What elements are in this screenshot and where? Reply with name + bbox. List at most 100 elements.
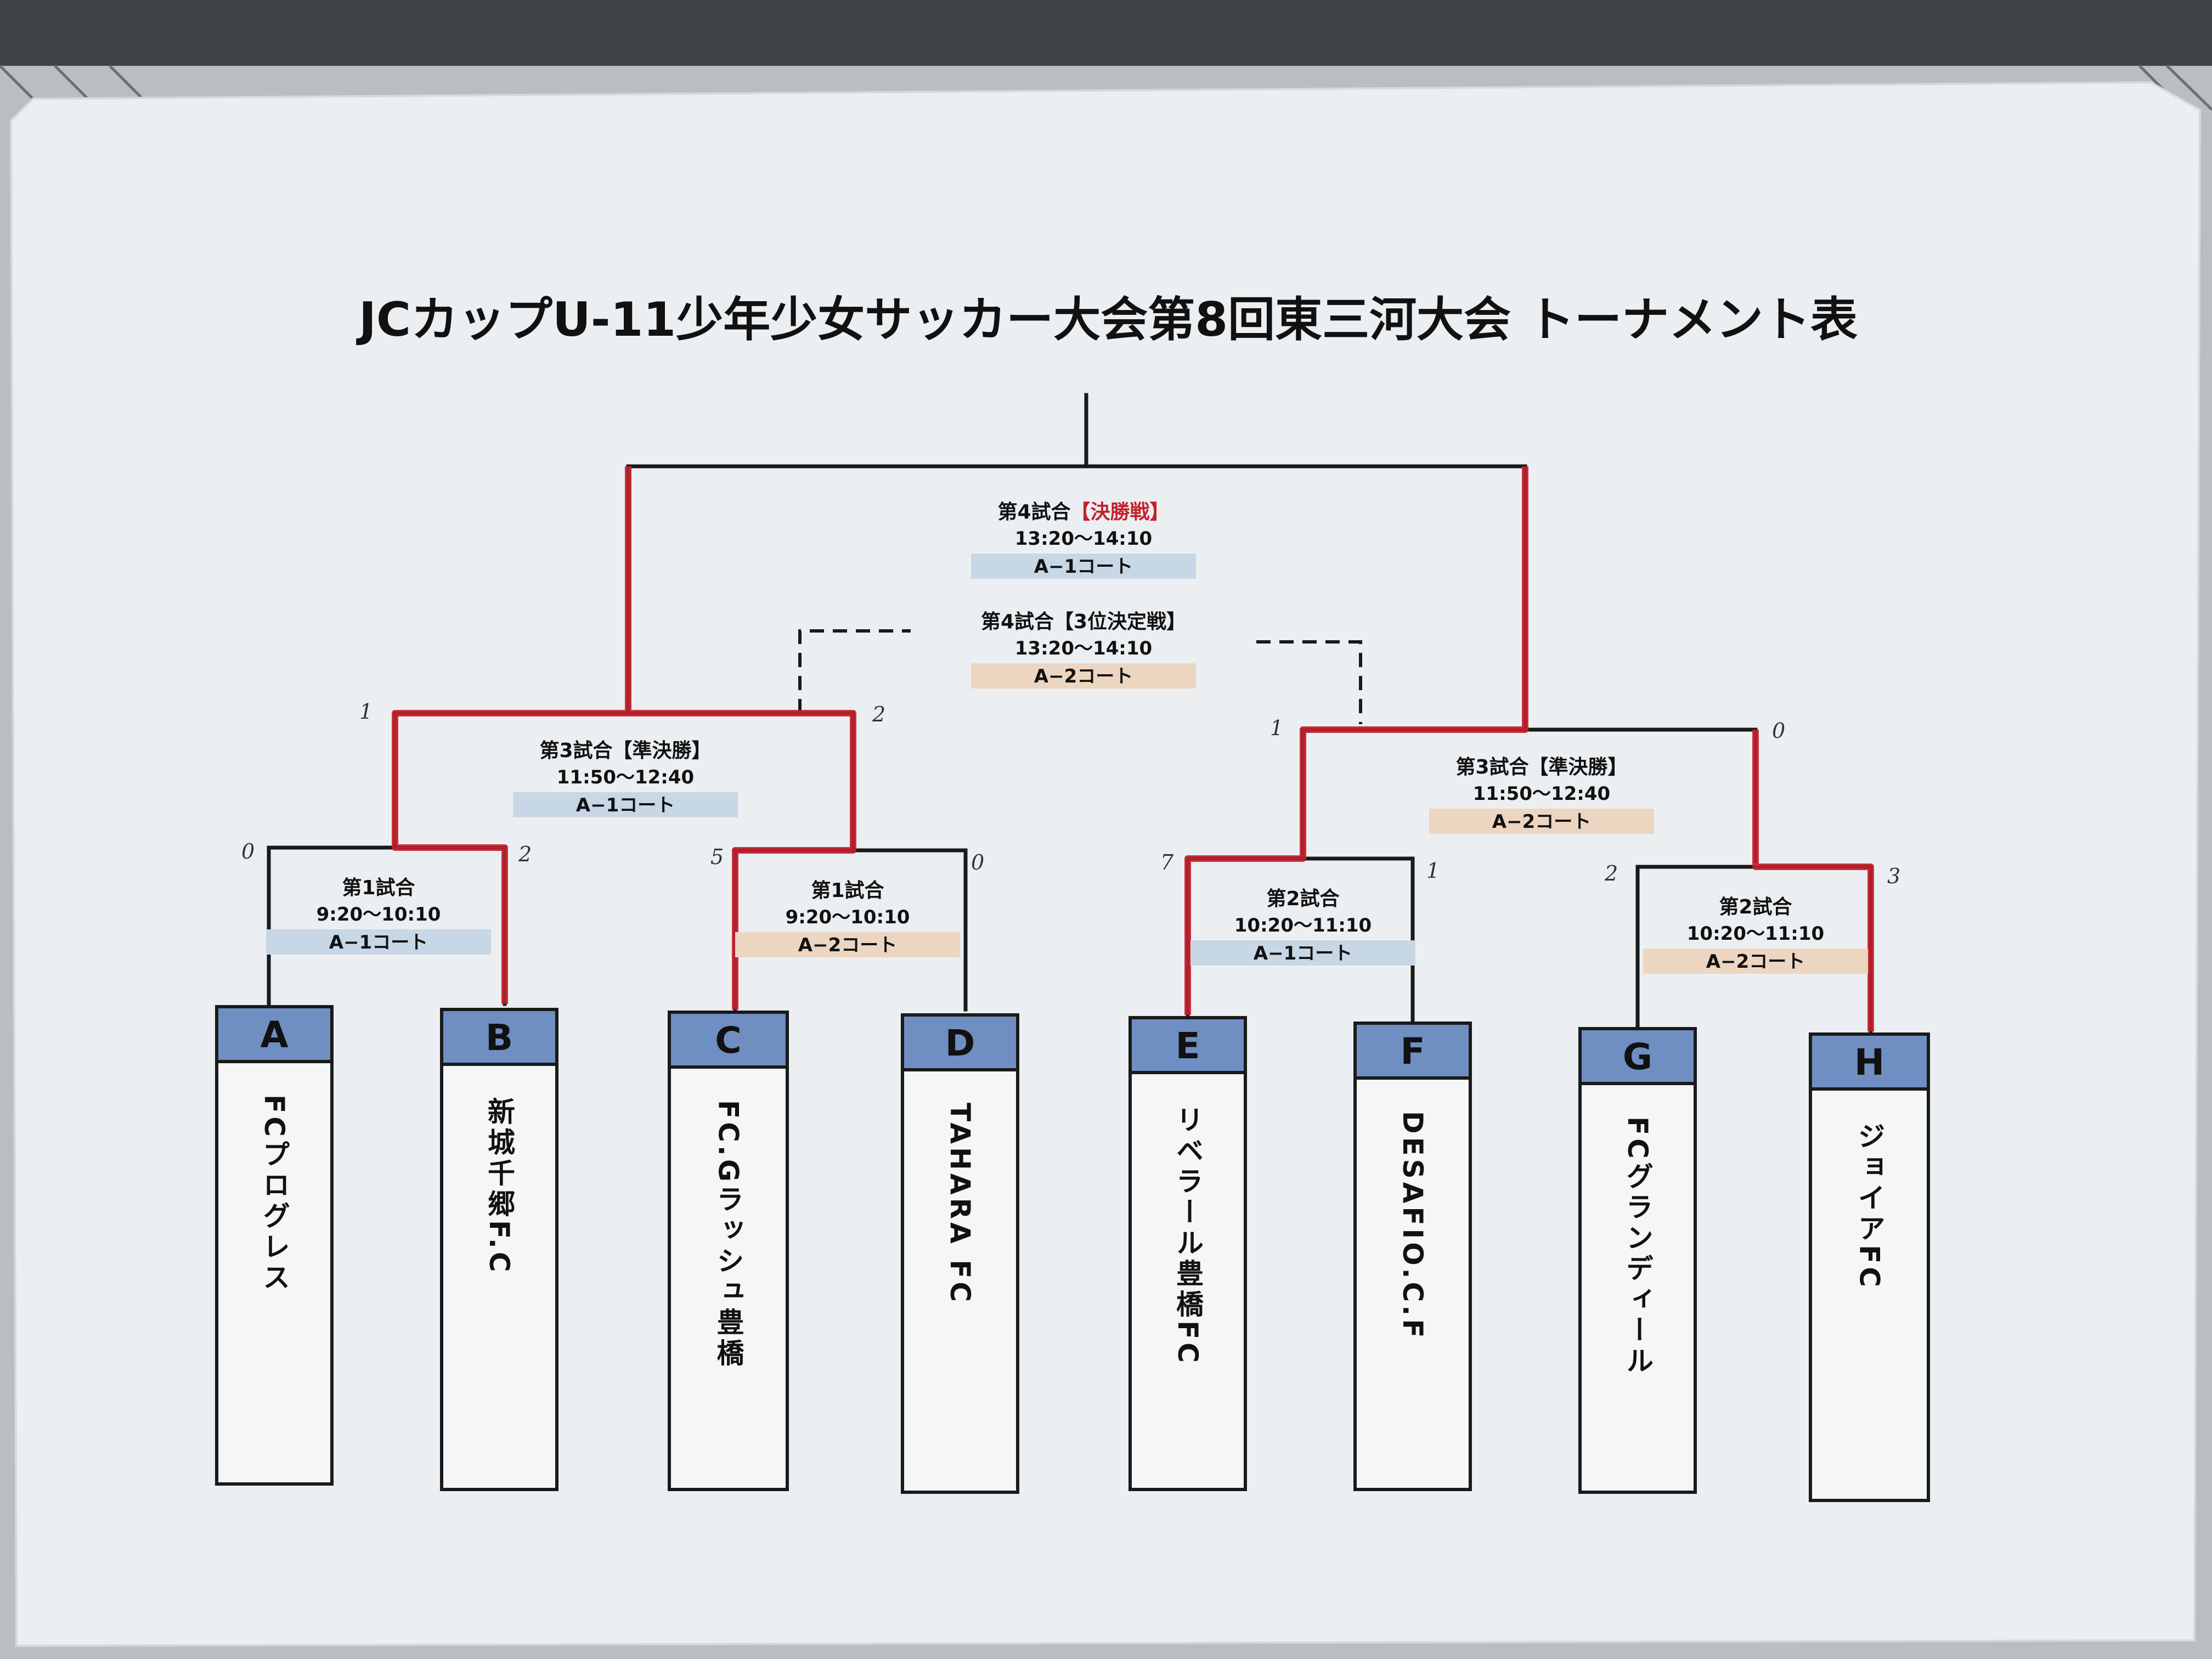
third-place-info-time: 13:20〜14:10 (1015, 637, 1152, 659)
round1-match-3-info-court: A−1コート (1254, 943, 1352, 964)
team-g-header (1578, 1027, 1697, 1085)
winner-path-c (625, 466, 856, 1009)
team-f-frame (1353, 1022, 1472, 1491)
round1-match-1-info-label: 第1試合 (342, 877, 415, 899)
team-h-header (1809, 1032, 1930, 1091)
semifinal-2-info-court: A−2コート (1492, 811, 1591, 833)
team-a-letter: A (260, 1014, 288, 1056)
final-info-label: 第4試合【決勝戦】 (997, 501, 1169, 523)
fence-top-rail (0, 0, 2212, 66)
round1-match-4-score-right: 3 (1887, 864, 1900, 888)
round1-match-4-info: 第2試合 10:20〜11:10A−2コート (1643, 896, 1868, 974)
round1-match-3-score-right: 1 (1426, 859, 1440, 883)
team-c-name: FC.Gラッシュ豊橋 (713, 1100, 744, 1369)
team-e-frame (1128, 1016, 1247, 1491)
winner-path-e (1184, 466, 1528, 1015)
team-h-name: ジョイアFC (1854, 1122, 1886, 1290)
final-info-time: 13:20〜14:10 (1015, 528, 1152, 550)
round1-match-3-info-court-bar (1190, 940, 1415, 966)
third-place-right-dash (1256, 640, 1362, 724)
third-place-info-court: A−2コート (1034, 665, 1133, 687)
team-f-letter: F (1400, 1030, 1425, 1073)
team-a-header (215, 1005, 334, 1063)
team-f-name: DESAFIO.C.F (1397, 1111, 1429, 1341)
final-info: 第4試合【決勝戦】 13:20〜14:10A−1コート (971, 501, 1196, 579)
semifinal-2-info-time: 11:50〜12:40 (1473, 783, 1610, 805)
semifinal-2-info: 第3試合【準決勝】 11:50〜12:40A−2コート (1429, 756, 1654, 834)
third-place-info-label: 第4試合【3位決定戦】 (981, 611, 1186, 633)
round1-match-1-score-right: 2 (518, 842, 532, 866)
semifinal-1-score-right: 2 (872, 702, 885, 726)
semifinal-1-info: 第3試合【準決勝】 11:50〜12:40A−1コート (513, 740, 738, 817)
round1-match-4-info-label: 第2試合 (1719, 896, 1792, 918)
team-b-name: 新城千郷F.C (483, 1097, 515, 1276)
team-c-letter: C (715, 1019, 741, 1062)
team-f-box: F DESAFIO.C.F (1353, 1022, 1472, 1491)
semifinal-2-score-right: 0 (1772, 719, 1785, 743)
team-e-header (1128, 1016, 1247, 1074)
team-d-frame (901, 1013, 1019, 1494)
team-g-box: G FCグランディール (1578, 1027, 1697, 1494)
semifinal-2-info-label: 第3試合【準決勝】 (1455, 756, 1627, 778)
round1-match-3-score-left: 7 (1160, 850, 1174, 874)
team-h-frame (1809, 1032, 1930, 1502)
team-d-name: TAHARA FC (944, 1103, 976, 1305)
round1-match-1-info-court: A−1コート (329, 932, 428, 953)
team-h-box: H ジョイアFC (1809, 1032, 1930, 1502)
final-info-tag: 【決勝戦】 (1071, 501, 1170, 523)
team-a-name: FCプログレス (258, 1094, 290, 1294)
team-g-letter: G (1623, 1036, 1652, 1078)
team-f-header (1353, 1022, 1472, 1080)
round1-match-2-info-time: 9:20〜10:10 (786, 906, 910, 928)
final-info-court-bar (971, 554, 1196, 579)
round1-match-4-info-court-bar (1643, 949, 1868, 974)
round1-match-2-info-court-bar (735, 932, 960, 957)
team-c-header (668, 1011, 789, 1069)
semifinal-1-score-left: 1 (359, 699, 373, 724)
third-place-connectors (798, 629, 1362, 724)
third-place-info-court-bar (971, 663, 1196, 689)
semifinal-1-info-time: 11:50〜12:40 (557, 766, 694, 788)
round1-match-1-info: 第1試合 9:20〜10:10A−1コート (266, 877, 491, 955)
round1-match-2-score-left: 5 (710, 845, 724, 869)
team-h-letter: H (1854, 1041, 1884, 1084)
team-d-header (901, 1013, 1019, 1071)
round1-match-4-score-left: 2 (1604, 861, 1618, 885)
winner-paths (392, 466, 1874, 1031)
team-b-letter: B (486, 1017, 513, 1059)
team-d-letter: D (945, 1022, 975, 1064)
score-marks: 1 2 1 0 0 2 5 0 7 1 2 3 (241, 699, 1900, 888)
round1-match-2-score-right: 0 (971, 850, 984, 874)
semifinal-1-info-label: 第3試合【準決勝】 (539, 740, 711, 762)
round1-match-1-info-court-bar (266, 929, 491, 955)
team-d-box: D TAHARA FC (901, 1013, 1019, 1494)
team-e-letter: E (1175, 1025, 1200, 1067)
team-c-box: C FC.Gラッシュ豊橋 (668, 1011, 789, 1491)
match-info-blocks: 第4試合【決勝戦】13:20〜14:10A−1コート第4試合【3位決定戦】13:… (266, 501, 1868, 974)
team-boxes: A FCプログレス B 新城千郷F.C C FC.Gラッシュ豊橋 D TAHARA FC Eリベ… (215, 1005, 1930, 1502)
round1-match-2-info-court: A−2コート (798, 934, 897, 956)
winner-path-h (1752, 730, 1874, 1031)
semifinal-1-info-court: A−1コート (576, 794, 675, 816)
team-a-frame (215, 1005, 334, 1486)
round1-match-3-info-label: 第2試合 (1266, 888, 1339, 910)
poster-title: JCカップU-11少年少女サッカー大会第8回東三河大会 トーナメント表 (356, 292, 1858, 347)
round1-match-4-info-time: 10:20〜11:10 (1687, 923, 1824, 945)
third-place-left-dash (798, 629, 911, 713)
team-b-header (440, 1008, 558, 1066)
fence-mesh (0, 65, 2212, 111)
semifinal-2-score-left: 1 (1270, 716, 1283, 740)
team-g-frame (1578, 1027, 1697, 1494)
team-g-name: FCグランディール (1622, 1116, 1654, 1377)
team-b-box: B 新城千郷F.C (440, 1008, 558, 1491)
final-info-court: A−1コート (1034, 556, 1133, 578)
round1-match-1-info-time: 9:20〜10:10 (317, 904, 441, 926)
semifinal-2-info-court-bar (1429, 809, 1654, 834)
round1-match-4-info-court: A−2コート (1706, 951, 1805, 973)
third-place-info: 第4試合【3位決定戦】 13:20〜14:10A−2コート (971, 611, 1196, 689)
round1-match-1-score-left: 0 (241, 839, 255, 864)
